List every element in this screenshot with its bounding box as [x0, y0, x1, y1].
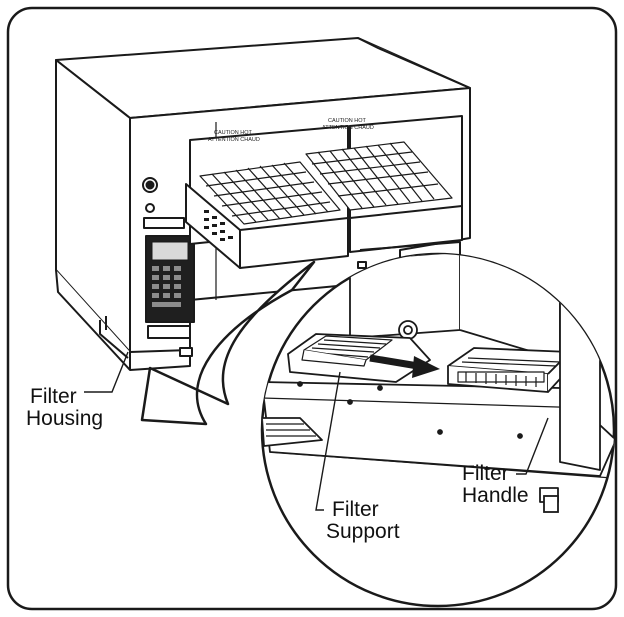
- leader-filter-handle: [516, 417, 549, 475]
- right-warning-label: CAUTION HOT ATTENTION CHAUD: [322, 118, 374, 131]
- tray-vents: [204, 210, 233, 241]
- oven-foot: [179, 347, 193, 357]
- removed-filter: [447, 347, 571, 393]
- right-conveyor-belt: [305, 141, 453, 211]
- callout-arrow: [140, 260, 316, 426]
- label-filter-support: Filter Support: [326, 499, 400, 543]
- indicator-light: [145, 203, 155, 213]
- filter-housing-part: [99, 320, 129, 359]
- svg-text:CAUTION HOT: CAUTION HOT: [328, 118, 367, 124]
- svg-text:ATTENTION CHAUD: ATTENTION CHAUD: [208, 137, 260, 143]
- detail-zoom-view: [260, 252, 616, 608]
- svg-text:CAUTION HOT: CAUTION HOT: [214, 130, 253, 136]
- removal-arrow: [369, 354, 440, 378]
- leader-lines: [84, 351, 549, 511]
- conveyor-oven: [55, 37, 471, 371]
- label-line: Filter: [462, 462, 509, 485]
- keypad: [152, 266, 181, 307]
- svg-text:ATTENTION CHAUD: ATTENTION CHAUD: [322, 125, 374, 131]
- display-screen: [151, 241, 189, 261]
- label-line: Handle: [462, 484, 529, 507]
- panel-badge: [147, 325, 191, 339]
- label-filter-handle: Filter Handle: [462, 463, 529, 507]
- label-line: Filter: [30, 385, 77, 408]
- oven-foot-detail: [543, 495, 559, 513]
- label-filter-housing: Filter Housing: [26, 386, 103, 430]
- oven-right-side: [357, 37, 471, 89]
- label-line: Housing: [26, 407, 104, 430]
- label-line: Support: [326, 520, 400, 543]
- leader-filter-housing: [84, 351, 129, 393]
- label-line: Filter: [332, 498, 379, 521]
- left-conveyor-belt: [199, 161, 341, 225]
- leader-filter-support: [315, 371, 341, 511]
- filter-in-slot: [301, 335, 393, 367]
- left-warning-label: CAUTION HOT ATTENTION CHAUD: [208, 130, 260, 143]
- control-label-plate: [143, 217, 185, 229]
